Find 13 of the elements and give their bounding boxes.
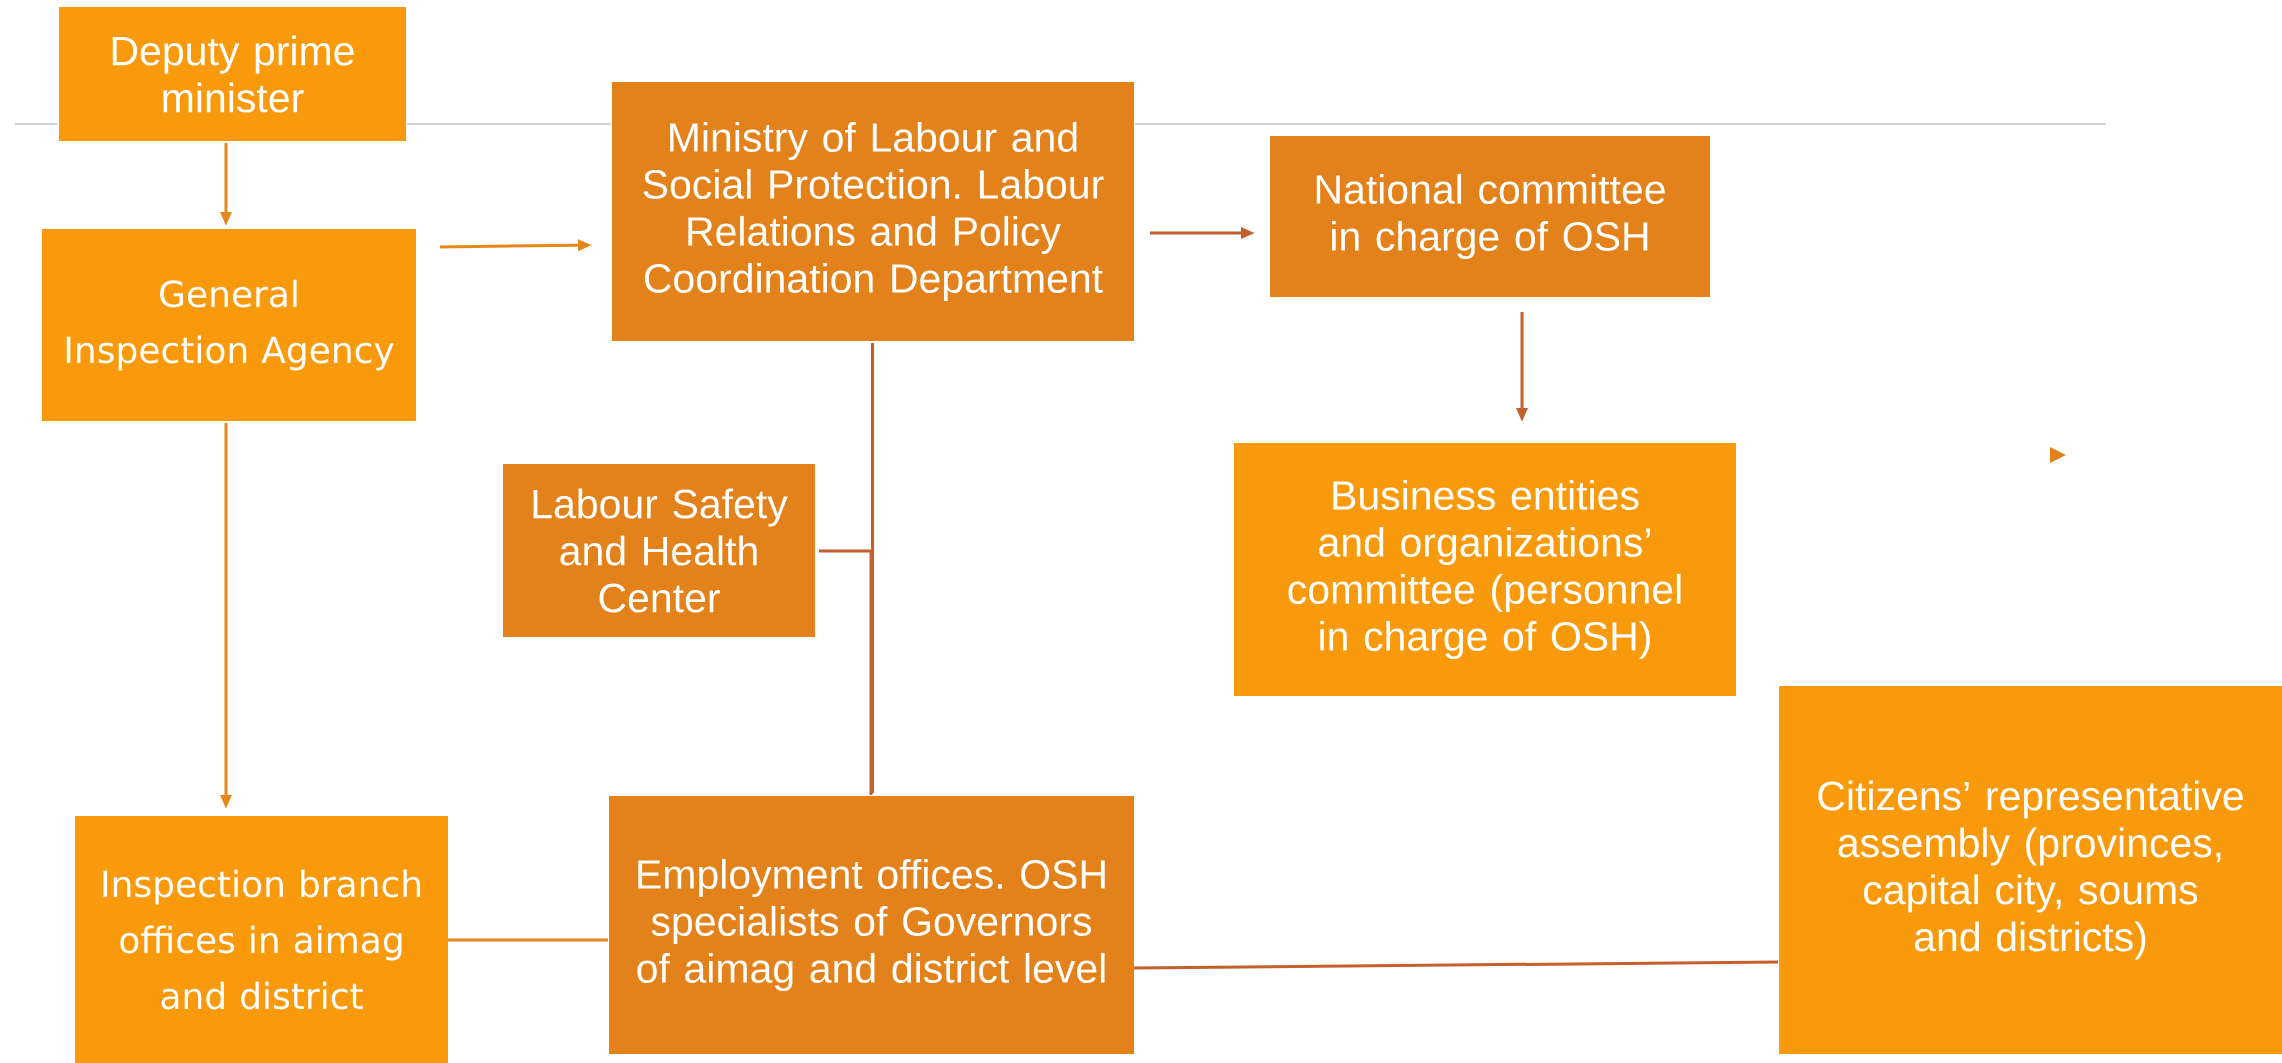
org-box: Labour Safety and Health Center <box>502 463 816 638</box>
connector <box>448 938 608 942</box>
org-box: Deputy prime minister <box>58 6 407 142</box>
org-box: Employment offices. OSH specialists of Governors of aimag and district level <box>608 795 1135 1055</box>
org-box: Business entities and organizations’ committee (personnel in charge of OSH) <box>1233 442 1737 697</box>
org-box: Citizens’ representative assembly (provinces, capital city, soums and districts) <box>1778 685 2282 1055</box>
org-box: General Inspection Agency <box>41 228 417 422</box>
org-box: Ministry of Labour and Social Protection. Labour Relations and Policy Coordination Department <box>611 81 1135 342</box>
connector <box>871 343 874 793</box>
connector <box>1134 960 1779 970</box>
org-box: National committee in charge of OSH <box>1269 135 1711 298</box>
connector <box>819 549 873 795</box>
org-box: Inspection branch offices in aimag and district <box>74 815 449 1063</box>
